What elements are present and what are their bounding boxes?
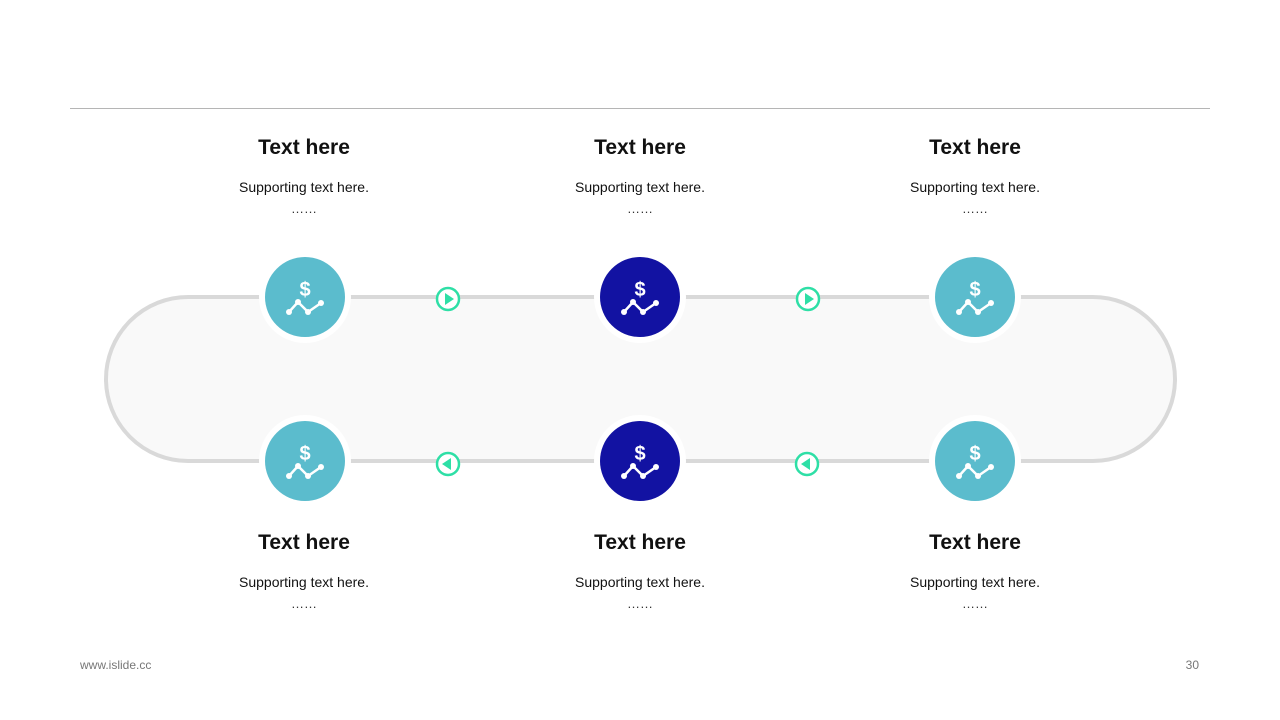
svg-text:$: $ — [634, 279, 645, 301]
play-right-icon — [435, 286, 461, 312]
svg-text:$: $ — [634, 443, 645, 465]
dollar-chart-icon: $ — [621, 279, 659, 315]
svg-text:$: $ — [969, 443, 980, 465]
step-6-ellipsis: …… — [962, 596, 988, 611]
dollar-chart-icon: $ — [956, 443, 994, 479]
dollar-chart-icon: $ — [286, 443, 324, 479]
step-6-title: Text here — [929, 531, 1021, 554]
step-4-ellipsis: …… — [291, 596, 317, 611]
step-4-node: $ — [259, 415, 351, 507]
svg-text:$: $ — [299, 279, 310, 301]
step-3-supporting-text: Supporting text here. — [910, 179, 1040, 195]
step-4-supporting-text: Supporting text here. — [239, 574, 369, 590]
step-5-supporting-text: Supporting text here. — [575, 574, 705, 590]
svg-text:$: $ — [299, 443, 310, 465]
step-3-title: Text here — [929, 136, 1021, 159]
step-2-text: Text here Supporting text here. …… — [510, 135, 770, 216]
step-2-title: Text here — [594, 136, 686, 159]
step-1-supporting-text: Supporting text here. — [239, 179, 369, 195]
play-right-icon — [795, 286, 821, 312]
dollar-chart-icon: $ — [286, 279, 324, 315]
page-number: 30 — [1185, 658, 1199, 672]
step-2-ellipsis: …… — [627, 201, 653, 216]
step-1-node: $ — [259, 251, 351, 343]
step-3-text: Text here Supporting text here. …… — [845, 135, 1105, 216]
loop-track — [104, 295, 1177, 463]
dollar-chart-icon: $ — [956, 279, 994, 315]
step-1-text: Text here Supporting text here. …… — [174, 135, 434, 216]
step-3-ellipsis: …… — [962, 201, 988, 216]
step-1-ellipsis: …… — [291, 201, 317, 216]
step-5-title: Text here — [594, 531, 686, 554]
play-left-icon — [794, 451, 820, 477]
step-2-supporting-text: Supporting text here. — [575, 179, 705, 195]
step-4-text: Text here Supporting text here. …… — [174, 530, 434, 611]
step-6-supporting-text: Supporting text here. — [910, 574, 1040, 590]
top-divider — [70, 108, 1210, 109]
step-6-node: $ — [929, 415, 1021, 507]
step-6-text: Text here Supporting text here. …… — [845, 530, 1105, 611]
step-4-title: Text here — [258, 531, 350, 554]
step-5-text: Text here Supporting text here. …… — [510, 530, 770, 611]
step-3-node: $ — [929, 251, 1021, 343]
svg-text:$: $ — [969, 279, 980, 301]
dollar-chart-icon: $ — [621, 443, 659, 479]
step-1-title: Text here — [258, 136, 350, 159]
play-left-icon — [435, 451, 461, 477]
step-2-node: $ — [594, 251, 686, 343]
footer-website[interactable]: www.islide.cc — [80, 658, 152, 672]
step-5-ellipsis: …… — [627, 596, 653, 611]
step-5-node: $ — [594, 415, 686, 507]
